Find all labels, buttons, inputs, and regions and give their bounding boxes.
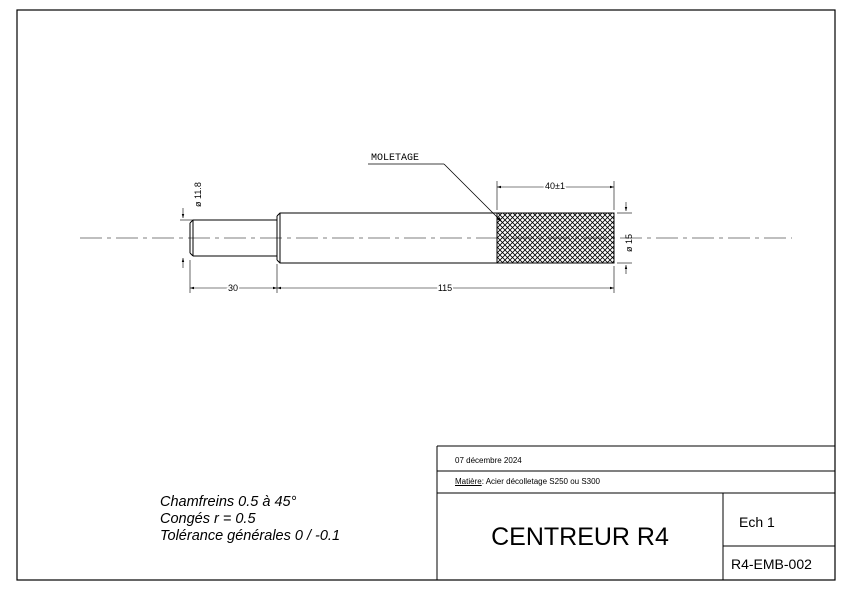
note-fillet: Congés r = 0.5	[160, 511, 256, 527]
small-diameter-label: ø 11.8	[193, 182, 203, 207]
large-diameter-label: ø 15	[624, 234, 634, 252]
callout-leader	[368, 163, 503, 223]
material-label: Matière	[455, 477, 482, 486]
title-block	[436, 445, 835, 580]
general-notes: Chamfreins 0.5 à 45° Congés r = 0.5 Tolé…	[160, 494, 340, 545]
drawing-frame	[16, 9, 836, 581]
shank-length-label: 30	[228, 283, 238, 293]
note-tolerance: Tolérance générales 0 / -0.1	[160, 528, 341, 544]
total-length-label: 115	[438, 283, 452, 293]
dimension-small-diameter	[180, 208, 195, 268]
dimension-lengths	[189, 260, 615, 293]
knurled-section	[496, 212, 615, 264]
callout-label: MOLETAGE	[371, 153, 419, 164]
part-reference: R4-EMB-002	[731, 556, 812, 572]
part-body	[276, 212, 497, 264]
material-value: : Acier décolletage S250 ou S300	[481, 477, 600, 486]
dimension-knurl-length	[496, 181, 615, 210]
title-block-material: Matière: Acier décolletage S250 ou S300	[455, 477, 600, 486]
part-shank	[189, 216, 278, 260]
part-name: CENTREUR R4	[491, 522, 669, 551]
scale-label: Ech 1	[739, 514, 775, 530]
note-chamfer: Chamfreins 0.5 à 45°	[160, 494, 297, 510]
knurl-length-label: 40±1	[545, 181, 565, 191]
title-block-date: 07 décembre 2024	[455, 456, 522, 465]
dimension-large-diameter	[617, 202, 632, 274]
